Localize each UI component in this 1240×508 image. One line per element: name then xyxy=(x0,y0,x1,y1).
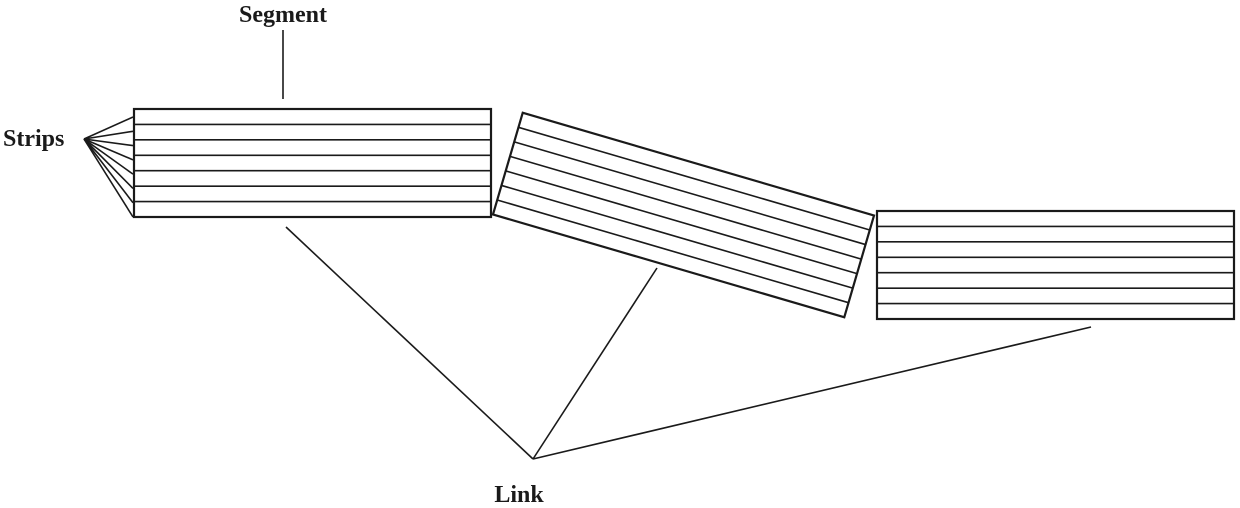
strips-leader-line xyxy=(83,138,134,147)
segment-3-frame xyxy=(875,209,1236,321)
segment-2-strip-divider xyxy=(509,155,862,260)
segment-3-strips xyxy=(877,225,1234,305)
strips-leader-line xyxy=(83,116,134,140)
strips-leader-line xyxy=(83,138,134,204)
segment-1-strips xyxy=(134,123,491,203)
link-leader-line-3 xyxy=(532,326,1092,460)
segment-2-strip-divider xyxy=(514,141,866,246)
segment-2 xyxy=(491,111,876,319)
link-leader-line-1 xyxy=(285,226,534,460)
strips-leader-line xyxy=(83,138,134,175)
segment-1 xyxy=(132,107,493,219)
strips-leader-line xyxy=(83,138,134,189)
segment-2-frame xyxy=(491,111,876,319)
segment-1-frame xyxy=(132,107,493,219)
segment-2-strip-divider xyxy=(518,126,870,231)
segment-2-strips xyxy=(497,126,870,304)
segment-label: Segment xyxy=(239,2,327,28)
segment-2-strip-divider xyxy=(501,184,853,289)
link-leader-line-2 xyxy=(532,267,658,460)
strips-leader-line xyxy=(83,130,134,140)
segment-2-strip-divider xyxy=(497,199,849,304)
strips-label: Strips xyxy=(3,126,64,152)
strips-leader-fan xyxy=(83,116,134,218)
segment-3 xyxy=(875,209,1236,321)
strips-leader-line xyxy=(83,138,134,218)
link-label: Link xyxy=(494,482,544,508)
segment-2-strip-divider xyxy=(505,170,858,275)
strips-leader-line xyxy=(83,138,134,161)
